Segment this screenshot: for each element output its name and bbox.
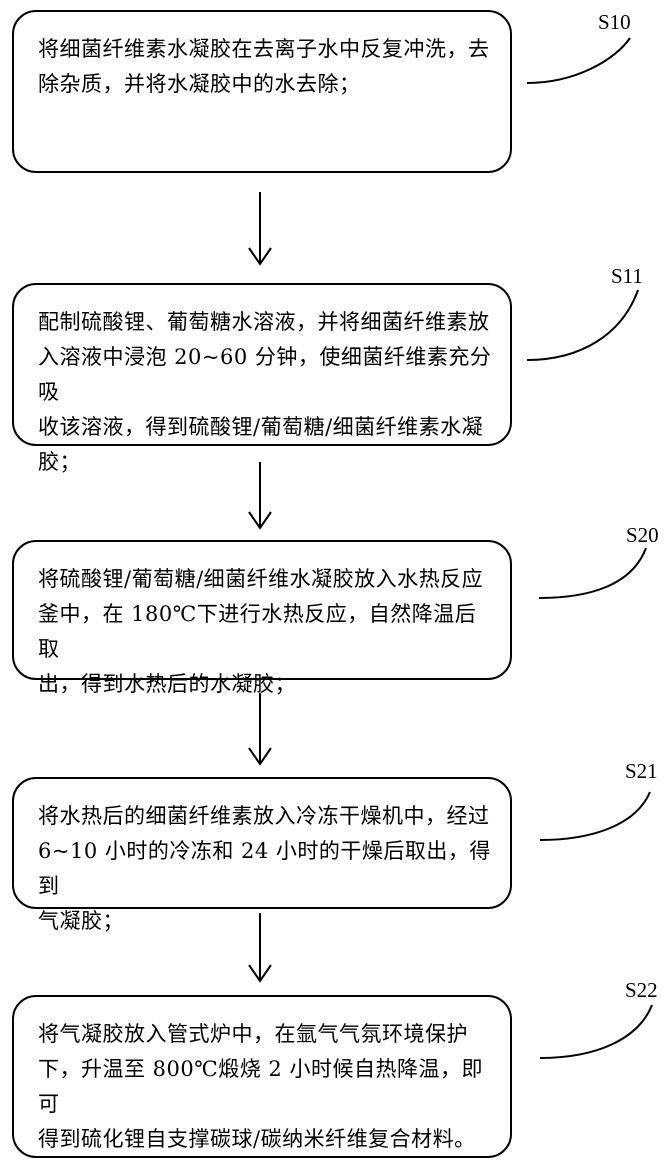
leader-line-s22 [540, 1005, 652, 1058]
leader-line-s21 [540, 792, 650, 840]
leader-line-s11 [527, 290, 638, 360]
leader-line-s20 [539, 548, 646, 598]
arrow-s11-s20 [249, 462, 271, 528]
arrow-s20-s21 [249, 693, 271, 764]
leader-line-s10 [527, 38, 630, 83]
arrow-s21-s22 [249, 913, 271, 981]
arrow-s10-s11 [249, 192, 271, 264]
